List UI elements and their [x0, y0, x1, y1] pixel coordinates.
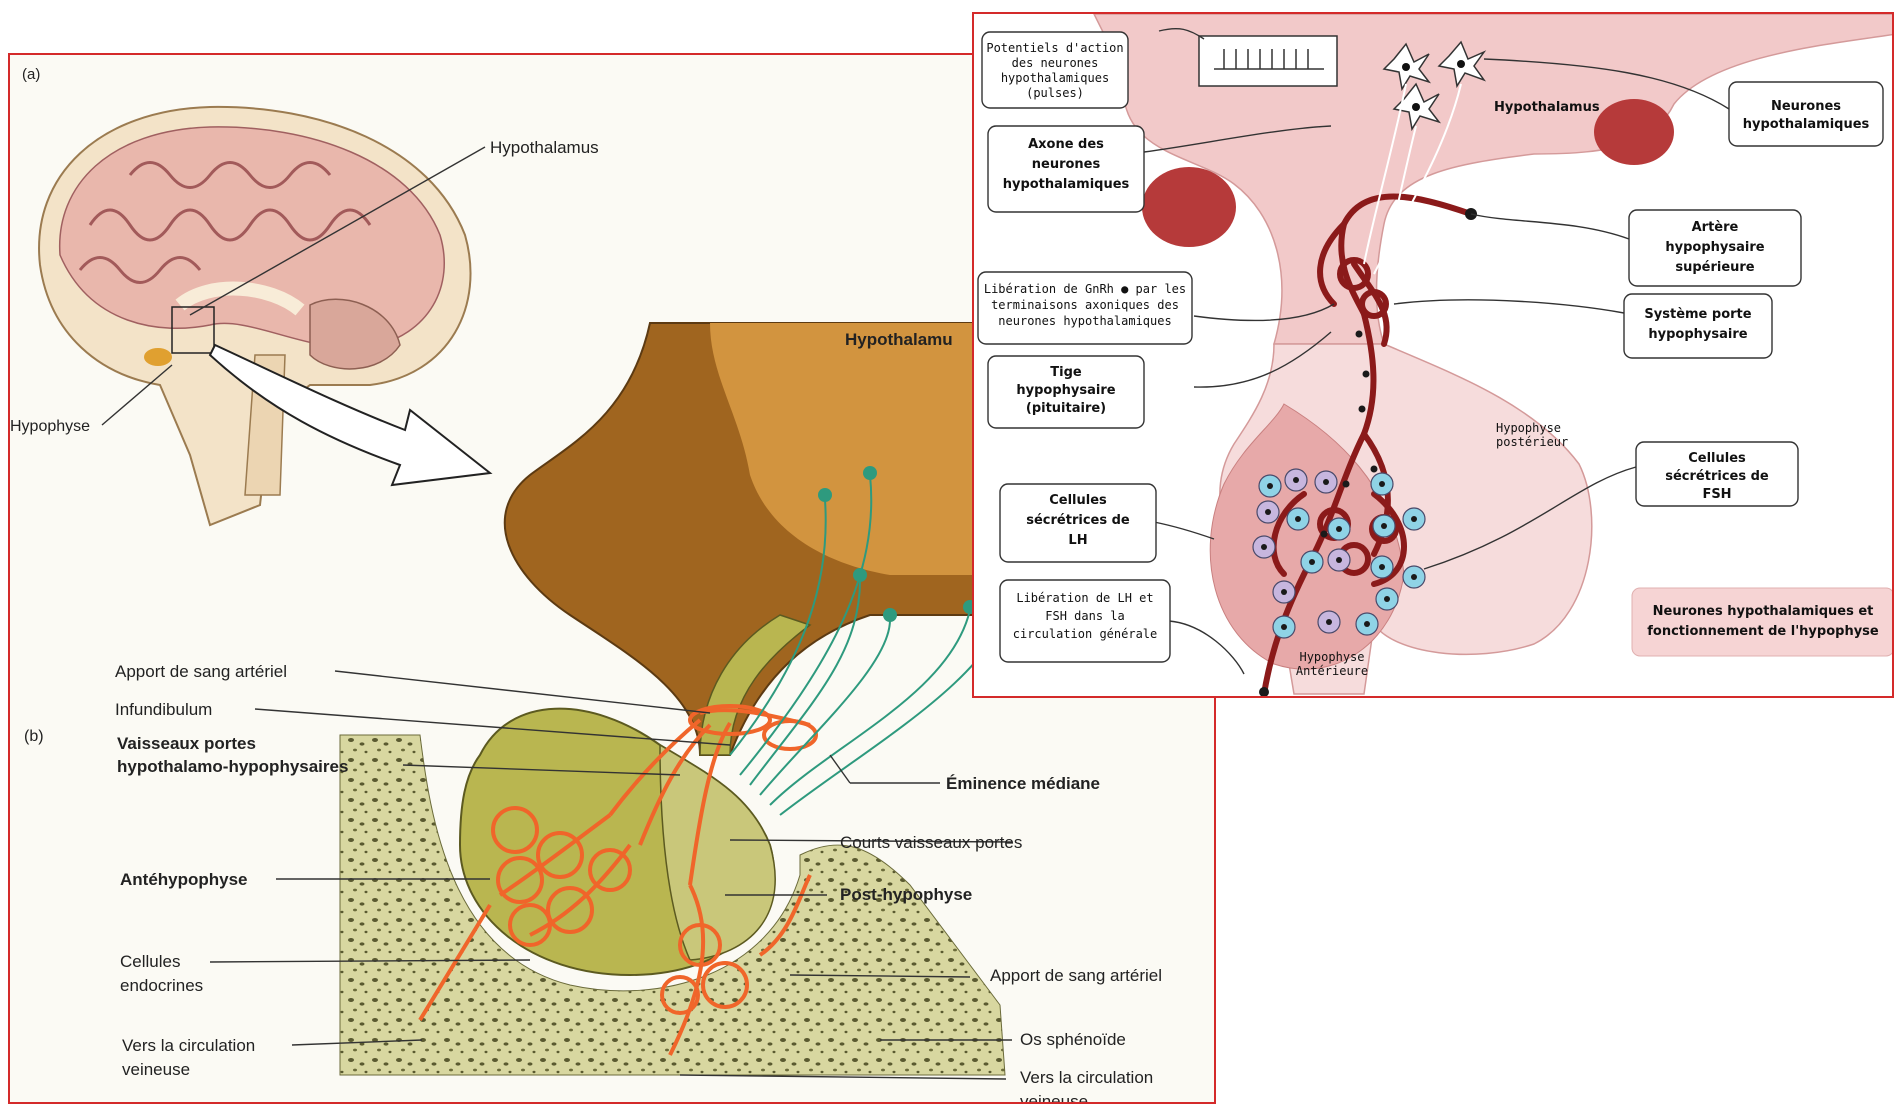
- hypophyse-post-2: postérieur: [1496, 435, 1568, 449]
- liberation-lh-1: Libération de LH et: [1016, 591, 1153, 605]
- hypophyse-ant-1: Hypophyse: [1299, 650, 1364, 664]
- liberation-lh-2: FSH dans la: [1045, 609, 1124, 623]
- tige-line-1: Tige: [1050, 365, 1082, 380]
- cellules-fsh-1: Cellules: [1688, 451, 1746, 466]
- right-figure-panel: Hypothalamus Hypophyse postérieur Hypoph…: [972, 12, 1894, 698]
- liberation-gnrh-3: neurones hypothalamiques: [998, 314, 1171, 328]
- antehypophyse-label: Antéhypophyse: [120, 870, 248, 889]
- artere-1: Artère: [1692, 220, 1739, 235]
- potentiels-line-3: hypothalamiques: [1001, 71, 1109, 85]
- vaisseaux-label-1: Vaisseaux portes: [117, 734, 256, 753]
- hypophyse-post-1: Hypophyse: [1496, 421, 1561, 435]
- axone-line-3: hypothalamiques: [1003, 177, 1130, 192]
- cellules-fsh-3: FSH: [1702, 487, 1731, 502]
- infundibulum-label: Infundibulum: [115, 700, 212, 719]
- potentiels-line-2: des neurones: [1012, 56, 1099, 70]
- cellules-lh-3: LH: [1068, 533, 1087, 548]
- title-line-1: Neurones hypothalamiques et: [1653, 604, 1874, 619]
- tige-line-3: (pituitaire): [1026, 401, 1106, 416]
- panel-a-label: (a): [22, 66, 40, 83]
- artere-2: hypophysaire: [1665, 240, 1764, 255]
- cellules-label-1: Cellules: [120, 952, 180, 971]
- title-line-2: fonctionnement de l'hypophyse: [1647, 624, 1879, 639]
- apport-sang-label-1: Apport de sang artériel: [115, 662, 287, 681]
- vers-circ-left-1: Vers la circulation: [122, 1036, 255, 1055]
- box-neurones-hypo: [1729, 82, 1883, 146]
- artere-3: supérieure: [1675, 260, 1754, 275]
- cellules-lh-1: Cellules: [1049, 493, 1107, 508]
- neurones-hypo-1: Neurones: [1771, 99, 1841, 114]
- hypophyse-label-a: Hypophyse: [10, 418, 90, 435]
- right-figure-svg: Hypothalamus Hypophyse postérieur Hypoph…: [974, 14, 1894, 698]
- vers-circ-right-1: Vers la circulation: [1020, 1068, 1153, 1087]
- vaisseaux-label-2: hypothalamo-hypophysaires: [117, 757, 348, 776]
- pulse-trace-box: [1199, 36, 1337, 86]
- apport-sang-label-2: Apport de sang artériel: [990, 966, 1162, 985]
- box-systeme-porte: [1624, 294, 1772, 358]
- axone-line-2: neurones: [1032, 157, 1101, 172]
- axone-line-1: Axone des: [1028, 137, 1104, 152]
- tige-line-2: hypophysaire: [1016, 383, 1115, 398]
- hypothalamus-label-a: Hypothalamus: [490, 138, 599, 157]
- hypothalamus-label-b: Hypothalamu: [845, 330, 953, 349]
- eminence-label: Éminence médiane: [946, 774, 1100, 793]
- courts-vaisseaux-label: Courts vaisseaux portes: [840, 833, 1022, 852]
- cellules-label-2: endocrines: [120, 976, 203, 995]
- post-hypophyse-label: Post-hypophyse: [840, 885, 972, 904]
- liberation-gnrh-1: Libération de GnRh ● par les: [984, 282, 1186, 296]
- panel-b-label: (b): [24, 728, 44, 745]
- cellules-fsh-2: sécrétrices de: [1665, 469, 1769, 484]
- hypophyse-ant-2: Antérieure: [1296, 664, 1368, 678]
- hypothalamus-label-right: Hypothalamus: [1494, 100, 1600, 115]
- liberation-lh-3: circulation générale: [1013, 627, 1158, 641]
- potentiels-line-4: (pulses): [1026, 86, 1084, 100]
- liberation-gnrh-2: terminaisons axoniques des: [991, 298, 1179, 312]
- systeme-porte-2: hypophysaire: [1648, 327, 1747, 342]
- neurones-hypo-2: hypothalamiques: [1743, 117, 1870, 132]
- vein-outlet: [1259, 687, 1269, 697]
- title-box: [1632, 588, 1894, 656]
- pituitary-gland: [460, 615, 810, 975]
- potentiels-line-1: Potentiels d'action: [986, 41, 1123, 55]
- hypophyse-spot: [144, 348, 172, 366]
- os-sphenoide-label: Os sphénoïde: [1020, 1030, 1126, 1049]
- vers-circ-right-2: veineuse: [1020, 1092, 1088, 1104]
- systeme-porte-1: Système porte: [1644, 307, 1751, 322]
- cellules-lh-2: sécrétrices de: [1026, 513, 1130, 528]
- vers-circ-left-2: veineuse: [122, 1060, 190, 1079]
